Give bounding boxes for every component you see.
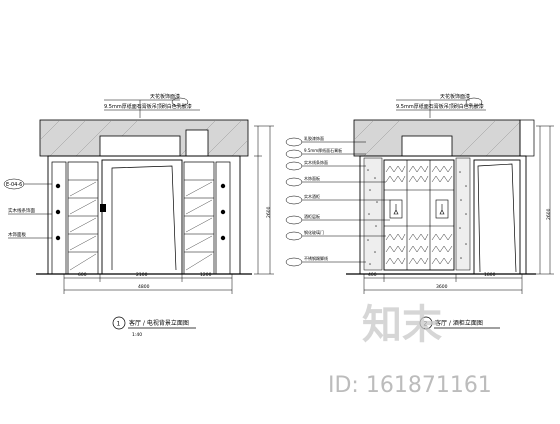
right-title-circle — [419, 316, 433, 330]
right-wall-outline — [359, 155, 527, 275]
left-note-1: 实木线条饰面 — [8, 207, 35, 214]
watermark-id: ID: 161871161 — [328, 373, 492, 398]
right-shelf-cabinet — [183, 161, 215, 275]
left-dim-height: 2600 — [266, 206, 272, 218]
wall-outline — [47, 155, 241, 275]
right-ornaments — [220, 183, 226, 241]
ceiling-lightbox — [99, 135, 181, 157]
right-note-leaders — [285, 137, 390, 267]
right-note-3: 木饰面板 — [304, 175, 320, 181]
left-shelf-lines — [68, 179, 98, 253]
left-ornaments — [55, 183, 106, 241]
left-top-note-1: 天花板饰面漆 — [150, 93, 180, 100]
right-shelf-hatch — [185, 181, 213, 271]
left-dim-width: 2100 — [136, 272, 148, 278]
right-note-0: 乳胶漆饰面 — [304, 135, 324, 141]
right-shelf-lines — [184, 179, 214, 253]
left-dimensions — [63, 125, 274, 294]
right-dim-left: 400 — [368, 272, 377, 278]
wine-cabinet — [383, 159, 455, 271]
top-note-bubble — [171, 97, 189, 107]
right-dim-right: 1800 — [484, 272, 496, 278]
tv-wall-panel — [101, 159, 183, 275]
left-dim-total: 4800 — [138, 284, 150, 290]
right-note-5: 酒柜层板 — [304, 213, 320, 219]
left-dim-left: 600 — [78, 272, 87, 278]
left-shelf-cabinet — [67, 161, 99, 275]
left-shelf-hatch — [69, 181, 97, 271]
right-elevation — [285, 97, 554, 330]
right-dim-height: 2600 — [546, 208, 552, 220]
left-title-number: 1 — [117, 321, 121, 328]
door-leaf — [477, 163, 517, 273]
right-dim-total: 3600 — [436, 284, 448, 290]
cladding-dots — [367, 169, 467, 265]
right-title-text: 客厅 / 酒柜立面图 — [435, 319, 483, 327]
left-dim-right: 1200 — [200, 272, 212, 278]
left-top-note-2: 9.5mm厚纸面石膏板吊顶刷白色乳胶漆 — [104, 103, 192, 110]
left-elevation — [3, 97, 274, 330]
wine-bottle-rack — [385, 165, 453, 265]
right-ceiling-end — [519, 119, 535, 157]
watermark-brand: 知末 — [362, 302, 442, 348]
right-note-7: 不锈钢踢脚线 — [304, 255, 328, 261]
wine-cabinet-display — [389, 199, 449, 219]
left-note-2: 木饰面板 — [8, 231, 26, 238]
right-note-4: 实木酒柜 — [304, 193, 320, 199]
right-note-2: 实木线条饰面 — [304, 159, 328, 165]
door-frame — [473, 159, 521, 275]
right-dimensions — [363, 125, 554, 294]
right-ceiling-box — [401, 135, 453, 157]
right-top-note-1: 天花板饰面漆 — [440, 93, 470, 100]
right-note-6: 钢化玻璃门 — [304, 229, 324, 235]
right-ceiling-hatch — [353, 119, 521, 157]
tv-panel-inner — [111, 165, 177, 271]
right-top-bubble — [465, 97, 483, 107]
left-title-text: 客厅 / 电视背景立面图 — [129, 319, 189, 327]
left-pilaster — [51, 161, 67, 275]
left-scale: 1:40 — [132, 332, 142, 338]
right-top-note-2: 9.5mm厚纸面石膏板吊顶刷白色乳胶漆 — [396, 103, 484, 110]
left-callout-tag: E-04-6 — [6, 182, 22, 188]
stone-cladding-right — [455, 157, 471, 271]
right-title-number: 2 — [424, 321, 428, 328]
right-note-1: 9.5mm厚纸面石膏板 — [304, 147, 342, 153]
downlight-box — [185, 129, 209, 157]
left-title-circle — [112, 316, 126, 330]
stone-cladding-left — [363, 157, 383, 271]
right-pilaster — [215, 161, 231, 275]
